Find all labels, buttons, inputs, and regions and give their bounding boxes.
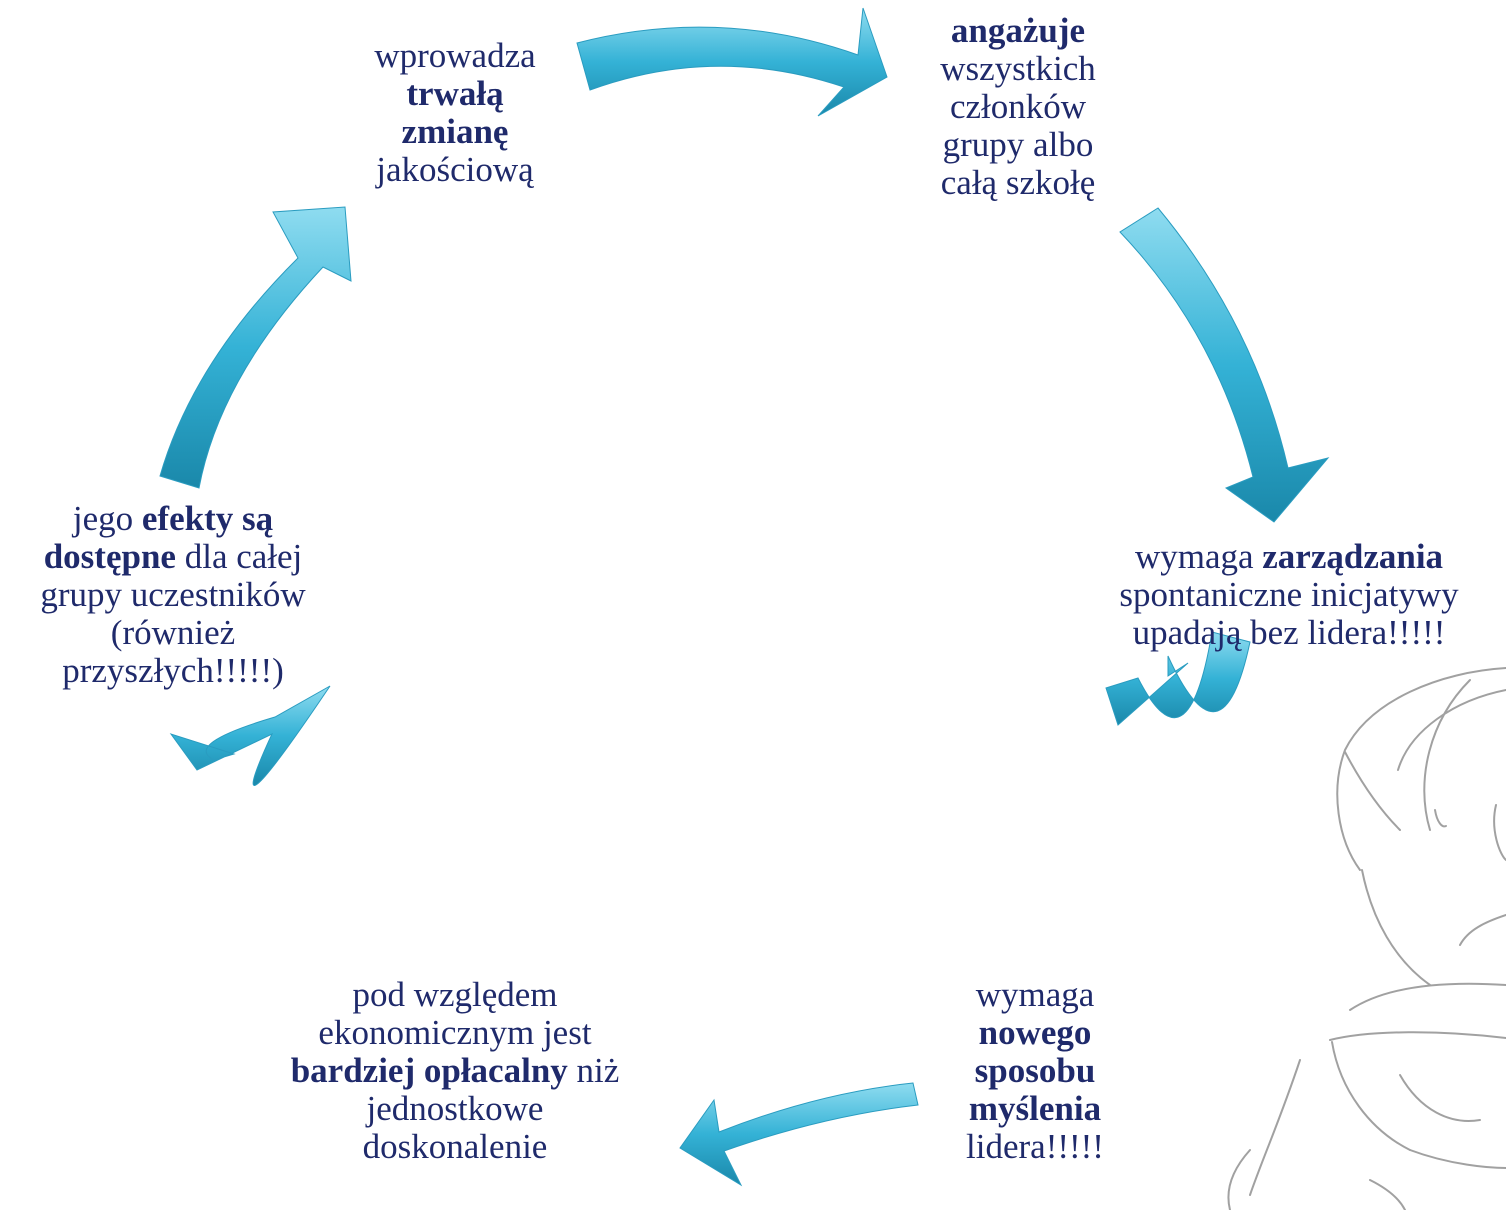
node-text-line: przyszłych!!!!!) — [0, 652, 346, 690]
girl-sketch-illustration — [1227, 667, 1506, 1210]
node-text-line: zmianę — [320, 113, 590, 151]
node-text-line: nowego — [905, 1014, 1165, 1052]
node-text: lidera!!!!! — [966, 1127, 1104, 1166]
node-text: wszystkich — [940, 49, 1096, 88]
node-text: upadają bez lidera!!!!! — [1132, 613, 1446, 652]
node-text: członków — [949, 87, 1087, 126]
node-text: spontaniczne inicjatywy — [1119, 575, 1459, 614]
node-text-line: wymaga zarządzania — [1072, 538, 1506, 576]
node-text-line: wprowadza — [320, 37, 590, 75]
arrow-lower-left — [169, 685, 331, 786]
node-text: grupy albo — [942, 125, 1094, 164]
node-text-line: wszystkich — [883, 50, 1153, 88]
node-text-line: myślenia — [905, 1090, 1165, 1128]
node-text-bold: trwałą — [406, 74, 504, 113]
node-text: doskonalenie — [362, 1127, 548, 1166]
node-text-line: (również — [0, 614, 346, 652]
node-text: ekonomicznym jest — [318, 1013, 592, 1052]
node-text-line: upadają bez lidera!!!!! — [1072, 614, 1506, 652]
arrow-bottom — [679, 1082, 919, 1187]
node-text-line: doskonalenie — [220, 1128, 690, 1166]
node-text-line: trwałą — [320, 75, 590, 113]
node-text-bold: angażuje — [950, 11, 1086, 50]
node-text-bold: dostępne — [43, 537, 176, 576]
node-text: (również — [110, 613, 236, 652]
node-text-line: pod względem — [220, 976, 690, 1014]
node-text: wymaga — [1134, 537, 1263, 576]
node-text-bold: sposobu — [974, 1051, 1096, 1090]
node-text-line: jego efekty są — [0, 500, 346, 538]
node-text: jakościową — [376, 150, 534, 189]
node-text-line: wymaga — [905, 976, 1165, 1014]
node-text-line: jednostkowe — [220, 1090, 690, 1128]
node-text: wprowadza — [374, 36, 536, 75]
node-text-line: lidera!!!!! — [905, 1128, 1165, 1166]
node-text: jego — [72, 499, 142, 538]
node-text-line: bardziej opłacalny niż — [220, 1052, 690, 1090]
node-text: niż — [567, 1051, 620, 1090]
node-text: dla całej — [175, 537, 303, 576]
node-text-line: całą szkołę — [883, 164, 1153, 202]
node-text: całą szkołę — [940, 163, 1096, 202]
node-text-line: spontaniczne inicjatywy — [1072, 576, 1506, 614]
node-text: jednostkowe — [366, 1089, 544, 1128]
node-text-bold: bardziej opłacalny — [290, 1051, 568, 1090]
node-text-line: ekonomicznym jest — [220, 1014, 690, 1052]
node-text: grupy uczestników — [40, 575, 306, 614]
arrow-top — [576, 7, 888, 117]
arrow-lower-right — [1105, 631, 1251, 726]
node-text-line: członków — [883, 88, 1153, 126]
node-text-bold: nowego — [978, 1013, 1092, 1052]
node-text: przyszłych!!!!!) — [62, 651, 284, 690]
node-text-bold: efekty są — [141, 499, 274, 538]
node-text-line: sposobu — [905, 1052, 1165, 1090]
node-text-line: grupy albo — [883, 126, 1153, 164]
node-text: pod względem — [352, 975, 558, 1014]
arrow-upper-right — [1119, 207, 1330, 523]
node-text-line: jakościową — [320, 151, 590, 189]
node-text-line: dostępne dla całej — [0, 538, 346, 576]
node-text-bold: zarządzania — [1262, 537, 1444, 576]
node-text-line: grupy uczestników — [0, 576, 346, 614]
node-text-line: angażuje — [883, 12, 1153, 50]
node-text-bold: zmianę — [401, 112, 509, 151]
node-text: wymaga — [975, 975, 1095, 1014]
cycle-arrows — [159, 7, 1330, 1187]
arrow-upper-left — [159, 206, 352, 489]
node-text-bold: myślenia — [968, 1089, 1102, 1128]
